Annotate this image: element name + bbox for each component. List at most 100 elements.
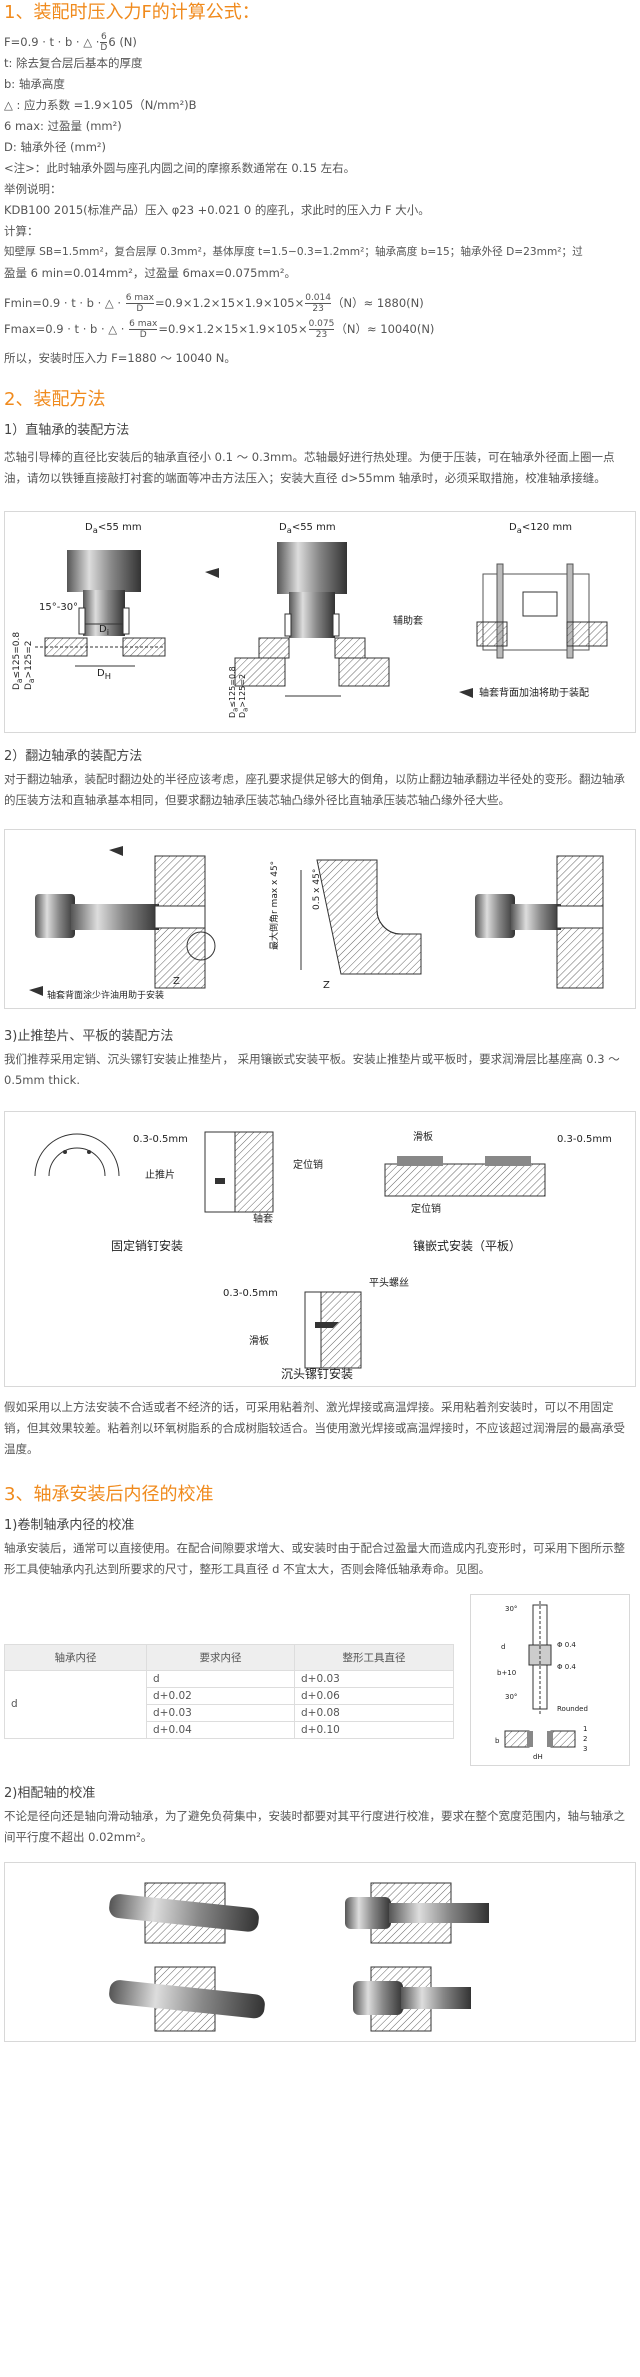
tool-phi04: Φ 0.4 xyxy=(557,1641,576,1649)
rest: ≤125=0.8 xyxy=(12,631,22,679)
tool-b: b xyxy=(495,1737,500,1745)
formula-suffix: 6 (N) xyxy=(108,35,137,49)
fig1-dh: DH xyxy=(97,668,111,682)
def-line: 举例说明： xyxy=(4,182,62,196)
fig1-label-da-left: Da<55 mm xyxy=(85,522,142,536)
fmax-suffix: （N）≈ 10040(N) xyxy=(335,322,435,336)
rest: ≤125=0.8 xyxy=(228,666,237,708)
def-line: 知壁厚 SB=1.5mm²，复合层厚 0.3mm²，基体厚度 t=1.5−0.3… xyxy=(4,246,583,258)
fig3-sleeve: 轴套 xyxy=(253,1214,273,1225)
subheading-thrust: 3)止推垫片、平板的装配方法 xyxy=(4,1029,174,1044)
sizing-tool-figure: 30° 30° d Φ 0.4 Φ 0.4 b+10 Rounded 1 2 3… xyxy=(470,1594,630,1766)
tool-rounded: Rounded xyxy=(557,1705,588,1713)
table-row: d+0.04 d+0.10 xyxy=(5,1721,454,1739)
tool-a30: 30° xyxy=(505,1605,518,1613)
frac-den: D xyxy=(139,330,147,340)
rest: >125=2 xyxy=(238,673,247,708)
fmin-suffix: （N）≈ 1880(N) xyxy=(331,296,424,310)
def-line: 6 max: 过盈量 (mm²) xyxy=(4,119,122,133)
section1-title: 1、装配时压入力F的计算公式： xyxy=(4,2,260,23)
cell-d: d xyxy=(4,1670,147,1739)
cell: d xyxy=(146,1670,295,1688)
tool-n2: 2 xyxy=(583,1735,588,1743)
fmax-mid: =0.9×1.2×15×1.9×105× xyxy=(158,322,308,336)
cell: d+0.03 xyxy=(294,1670,454,1688)
sub: a xyxy=(286,525,292,535)
fig3-gap1: 0.3-0.5mm xyxy=(133,1134,188,1145)
rest: <120 mm xyxy=(521,522,572,533)
fig3-caption2: 镶嵌式安装（平板） xyxy=(413,1239,522,1253)
thrust-washer-drawing xyxy=(34,1131,546,1369)
calibration-table: 轴承内径 要求内径 整形工具直径 d d d+0.03 d+0.02 d+0.0… xyxy=(4,1644,454,1739)
para-shaft: 不论是径向还是轴向滑动轴承，为了避免负荷集中，安装时都要对其平行度进行校准，要求… xyxy=(4,1809,625,1844)
fig3-pin: 定位销 xyxy=(293,1160,323,1171)
def-line: KDB100 2015(标准产品）压入 φ23 +0.021 0 的座孔，求此时… xyxy=(4,203,430,217)
frac-num: 0.075 xyxy=(308,319,335,330)
fig1-label-da-mid: Da<55 mm xyxy=(279,522,336,536)
table-row: d+0.02 d+0.06 xyxy=(5,1687,454,1705)
subheading-straight: 1）直轴承的装配方法 xyxy=(4,423,130,438)
table-row: d+0.03 d+0.08 xyxy=(5,1704,454,1722)
fig2-z-left: Z xyxy=(173,976,180,987)
sub: a xyxy=(92,525,98,535)
fig1-label-da-right: Da<120 mm xyxy=(509,522,572,536)
sub: i xyxy=(106,627,110,637)
fig3-slide2: 滑板 xyxy=(249,1336,269,1347)
frac-num: 0.014 xyxy=(305,293,331,304)
fig3-pin2: 定位销 xyxy=(411,1204,441,1215)
frac-num: 6 xyxy=(100,32,108,43)
frac-num: 6 max xyxy=(125,293,154,304)
lbl: D xyxy=(509,522,517,533)
figure-straight-bearing: Da<55 mm Da<55 mm Da<120 mm 15°-30° Di D… xyxy=(4,511,636,733)
frac-den: D xyxy=(136,304,144,314)
cell: d+0.02 xyxy=(146,1687,295,1705)
tool-n3: 3 xyxy=(583,1745,588,1753)
definitions: t: 除去复合层后基本的厚度 b: 轴承高度 △ : 应力系数 =1.9×105… xyxy=(4,53,636,284)
fig3-gap3: 0.3-0.5mm xyxy=(223,1288,278,1299)
conclusion: 所以，安装时压入力 F=1880 ～ 10040 N。 xyxy=(4,351,236,365)
fmin-mid: =0.9×1.2×15×1.9×105× xyxy=(154,296,305,310)
fig1-aux-sleeve: 辅助套 xyxy=(393,616,423,627)
rest: <55 mm xyxy=(97,522,142,533)
press-tool xyxy=(67,550,141,592)
def-line: 盈量 6 min=0.014mm²，过盈量 6max=0.075mm²。 xyxy=(4,266,296,280)
sub: a xyxy=(516,525,522,535)
sub: a xyxy=(241,707,250,712)
fig2-note: 轴套背面涂少许油用助于安装 xyxy=(47,991,165,1001)
rest: <55 mm xyxy=(291,522,336,533)
fig2-max-chamfer: 最大倒角r max x 45° xyxy=(270,860,280,950)
cell: d+0.04 xyxy=(146,1721,295,1739)
figure-flanged-bearing: Z Z 0.5 x 45° 最大倒角r max x 45° 轴套背面涂少许油用助… xyxy=(4,829,636,1009)
para-adhesive: 假如采用以上方法安装不合适或者不经济的话，可采用粘着剂、激光焊接或高温焊接。采用… xyxy=(4,1400,625,1456)
lbl: D xyxy=(228,711,237,718)
section3-title: 3、轴承安装后内径的校准 xyxy=(4,1484,214,1505)
tool-phi04b: Φ 0.4 xyxy=(557,1663,576,1671)
subheading-calibration: 1)卷制轴承内径的校准 xyxy=(4,1518,135,1533)
para-thrust: 我们推荐采用定销、沉头镙钉安装止推垫片， 采用镶嵌式安装平板。安装止推垫片或平板… xyxy=(4,1052,620,1087)
fmax-prefix: Fmax=0.9 · t · b · △ · xyxy=(4,322,125,336)
fig1-angle: 15°-30° xyxy=(39,602,79,613)
calibration-block: 轴承内径 要求内径 整形工具直径 d d d+0.03 d+0.02 d+0.0… xyxy=(4,1588,636,1768)
lbl: D xyxy=(279,522,287,533)
cell: d+0.08 xyxy=(294,1704,454,1722)
figure-shaft-alignment xyxy=(4,1862,636,2042)
fig2-chamfer: 0.5 x 45° xyxy=(312,868,322,910)
col-tool-dia: 整形工具直径 xyxy=(294,1644,454,1671)
table-row: d d d+0.03 xyxy=(4,1670,454,1739)
fig1-v4: Da>125=2 xyxy=(237,674,252,718)
section2-title: 2、装配方法 xyxy=(4,389,106,410)
tool-dh: dH xyxy=(533,1753,543,1761)
subheading-shaft: 2)相配轴的校准 xyxy=(4,1786,96,1801)
fig1-v2: Da>125=2 xyxy=(23,640,38,690)
sub: H xyxy=(104,671,111,681)
frac-den: 23 xyxy=(312,304,324,314)
